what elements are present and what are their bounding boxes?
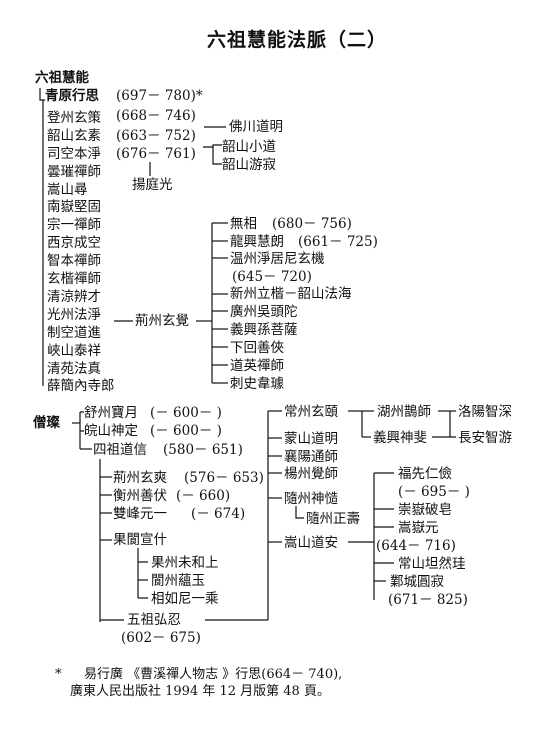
xs-disciple-1: 閬州蘊玉 [151, 573, 205, 589]
disciple-11: 光州法淨 [47, 307, 101, 323]
jz-disciple-0: 無相 [230, 216, 257, 232]
jz-disciple-1-dates: (661－ 725) [298, 234, 378, 250]
hongren-node: 五祖弘忍 [127, 612, 181, 628]
dx-disciple-0-dates: (576－ 653) [184, 470, 264, 486]
right-4: 隨州神慥 [284, 491, 338, 507]
disciple-9: 玄楷禪師 [47, 271, 101, 287]
disciple-4: 嵩山尋 [47, 182, 88, 198]
sc-disciple-1-dates: (－ 600－ ) [150, 423, 222, 439]
disciple-5: 南嶽堅固 [47, 199, 101, 215]
right-0: 常州玄頤 [284, 404, 338, 420]
right-5: 隨州正壽 [306, 511, 360, 527]
disciple-1: 韶山玄素 [47, 128, 101, 144]
right-3: 楊州覺師 [284, 466, 338, 482]
footnote-line2: 廣東人民出版社 1994 年 12 月版第 48 頁。 [70, 684, 330, 699]
foyuan-node: 佛川道明 [229, 119, 283, 135]
xs-disciple-2: 相如尼一乘 [151, 591, 219, 607]
daoxin-dates: (580－ 651) [163, 442, 243, 458]
sc-disciple-0: 舒州寶月 [84, 405, 138, 421]
sc-disciple-0-dates: (－ 600－ ) [150, 405, 222, 421]
shaoshan-disciple-1: 韶山游寂 [222, 157, 276, 173]
disciple-2-dates: (676－ 761) [116, 146, 196, 162]
disciple-15: 薛簡內寺郎 [47, 378, 115, 394]
jz-disciple-6: 義興孫菩薩 [230, 322, 298, 338]
right-1: 蒙山道明 [284, 431, 338, 447]
xs-disciple-0: 果州未和上 [151, 555, 219, 571]
disciple-1-dates: (663－ 752) [116, 128, 196, 144]
daoxin-node: 四祖道信 [93, 442, 147, 458]
dx-disciple-2-dates: (－ 674) [191, 506, 246, 522]
disciple-10: 清涼辨才 [47, 289, 101, 305]
hongren-dates: (602－ 675) [121, 630, 201, 646]
yixing-disciple: 長安智游 [458, 430, 512, 446]
dx-disciple-0: 荊州玄爽 [113, 470, 167, 486]
diagram-title: 六祖慧能法脈（二） [207, 29, 388, 51]
footnote-line1: 易行廣 《曹溪禪人物志 》行思(664－ 740), [84, 667, 343, 682]
sc-disciple-1: 皖山神定 [84, 423, 138, 439]
jz-disciple-2: 温州淨居尼玄機 [230, 251, 325, 267]
disciple-0-dates: (668－ 746) [116, 108, 196, 124]
jz-disciple-5: 廣州吳頭陀 [230, 304, 298, 320]
xuanyi-disciple-1: 義興神斐 [373, 430, 427, 446]
jz-disciple-7: 下回善俠 [230, 340, 284, 356]
qingyuan-name: 青原行思 [45, 88, 99, 104]
yang-tingguang: 揚庭光 [132, 177, 173, 193]
daoan-disciple-0: 福先仁儉 [398, 466, 452, 482]
daoan-disciple-2: 崇嶽破皂 [398, 502, 452, 518]
jingzhou-node: 荊州玄覺 [135, 313, 189, 329]
disciple-13: 峽山泰祥 [47, 343, 101, 359]
dx-disciple-3: 果閬宣什 [113, 532, 167, 548]
jz-disciple-1: 龍興慧朗 [230, 234, 284, 250]
disciple-6: 宗一禪師 [47, 217, 101, 233]
dx-disciple-1: 衡州善伏 [113, 488, 167, 504]
daoan-disciple-3: 嵩嶽元 [398, 520, 439, 536]
xuanyi-disciple-0: 湖州鵲師 [377, 404, 431, 420]
jz-disciple-3: (645－ 720) [232, 269, 312, 285]
jz-disciple-9: 刺史韋璩 [230, 376, 284, 392]
root-node: 六祖慧能 [35, 70, 89, 86]
dx-disciple-2: 雙峰元一 [113, 506, 167, 522]
jz-disciple-0-dates: (680－ 756) [272, 216, 352, 232]
right-2: 襄陽通師 [284, 449, 338, 465]
daoan-disciple-1: (－ 695－ ) [398, 484, 470, 500]
qingyuan-dates: (697－ 780)* [116, 88, 203, 104]
daoan-disciple-4: (644－ 716) [376, 538, 456, 554]
disciple-7: 西京成空 [47, 235, 101, 251]
sengcan-node: 僧璨 [33, 415, 60, 431]
daoan-disciple-6: 鄴城圓寂 [390, 574, 444, 590]
daoan-disciple-7: (671－ 825) [388, 592, 468, 608]
disciple-3: 曇璀禪師 [47, 164, 101, 180]
jz-disciple-8: 道英禪師 [230, 358, 284, 374]
huzhou-disciple: 洛陽智深 [458, 404, 512, 420]
disciple-8: 智本禪師 [47, 253, 101, 269]
disciple-0: 登州玄策 [47, 110, 101, 126]
daoan-disciple-5: 常山坦然珪 [398, 556, 466, 572]
disciple-14: 清苑法真 [47, 361, 101, 377]
jz-disciple-4: 新州立楷－韶山法海 [230, 286, 352, 302]
disciple-12: 制空道進 [47, 325, 101, 341]
dx-disciple-1-dates: (－ 660) [176, 488, 231, 504]
footnote-mark: * [55, 667, 62, 682]
shaoshan-disciple-0: 韶山小道 [222, 139, 276, 155]
disciple-2: 司空本淨 [47, 146, 101, 162]
right-6: 嵩山道安 [284, 535, 338, 551]
